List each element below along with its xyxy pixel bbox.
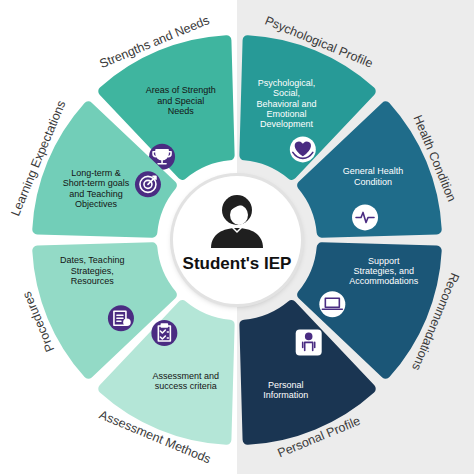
icon-glyph — [156, 150, 168, 160]
icon-glyph — [305, 342, 313, 350]
student-collar — [231, 226, 243, 232]
icon-glyph — [161, 324, 167, 327]
segment-icon — [151, 320, 177, 346]
icon-glyph — [148, 176, 156, 184]
center-title: Student's IEP — [173, 254, 301, 274]
segment-text: Psychological, Social, Behavioral and Em… — [251, 78, 323, 130]
icon-glyph — [153, 152, 171, 157]
segment-icon — [290, 136, 316, 162]
icon-glyph — [124, 319, 130, 325]
icon-ground — [319, 291, 345, 317]
icon-ground — [352, 204, 378, 230]
ring-segment: Assessment MethodsAssessment and success… — [95, 297, 236, 446]
icon-glyph — [322, 309, 342, 311]
icon-ground — [151, 320, 177, 346]
icon-glyph — [306, 333, 312, 339]
icon-glyph — [303, 342, 315, 347]
icon-ground — [290, 136, 316, 162]
segment-text: Areas of Strength and Special Needs — [145, 85, 217, 116]
segment-text: General Health Condition — [337, 166, 409, 187]
segment-icon — [135, 171, 161, 197]
student-icon — [173, 176, 301, 304]
icon-glyph — [293, 152, 313, 158]
segment-text: Dates, Teaching Strategies, Resources — [56, 255, 128, 286]
segment-icon — [296, 329, 322, 355]
segment-icon — [352, 204, 378, 230]
icon-glyph — [158, 326, 170, 341]
student-hair — [222, 195, 252, 225]
icon-ground — [296, 329, 322, 355]
ring-segment: Health ConditionGeneral Health Condition — [294, 98, 443, 239]
segment-text: Long-term & Short-term goals and Teachin… — [60, 168, 132, 209]
segment-text: Support Strategies, and Accommodations — [348, 256, 420, 287]
icon-glyph — [356, 212, 374, 222]
icon-ground — [135, 171, 161, 197]
icon-glyph — [160, 330, 168, 339]
student-fringe — [223, 200, 251, 210]
icon-ground — [108, 305, 134, 331]
icon-glyph — [295, 142, 310, 155]
icon-glyph — [158, 160, 166, 164]
icon-glyph — [140, 176, 156, 192]
ring-segment: Personal ProfilePersonal Information — [238, 297, 379, 446]
segment-icon — [108, 305, 134, 331]
icon-glyph — [117, 315, 123, 321]
icon-glyph — [325, 298, 339, 307]
segment-text: Personal Information — [250, 380, 322, 401]
ring-segment: Learning ExpectationsLong-term & Short-t… — [31, 98, 180, 239]
segment-text: Assessment and success criteria — [150, 371, 222, 392]
center-circle: Student's IEP — [173, 176, 301, 304]
segment-icon — [319, 291, 345, 317]
